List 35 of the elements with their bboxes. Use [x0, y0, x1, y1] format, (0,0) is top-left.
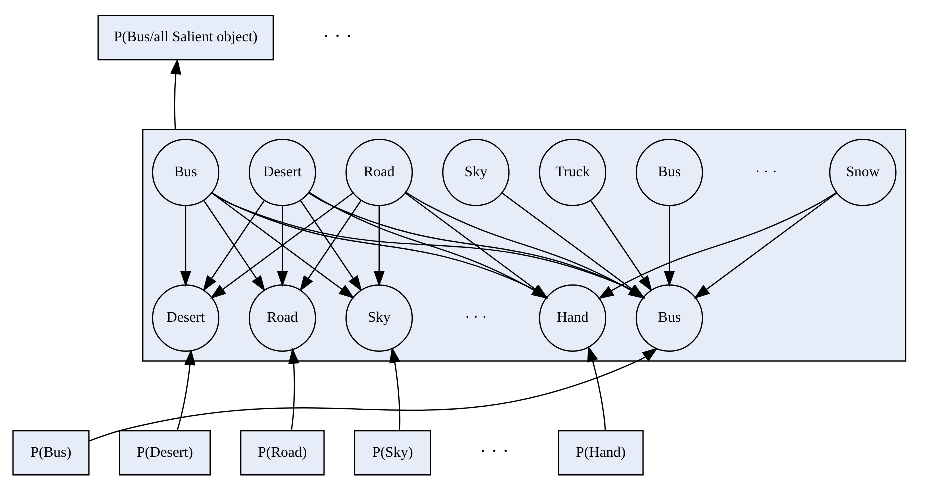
- node-circle: Sky: [442, 138, 510, 206]
- label: · · ·: [755, 164, 778, 180]
- node-circle: Snow: [829, 138, 897, 206]
- arrow: [203, 200, 266, 292]
- arrow: [170, 58, 182, 130]
- node-box: P(Hand): [558, 430, 644, 476]
- arrow: [176, 349, 196, 431]
- arrow: [390, 347, 401, 431]
- node-box: P(Sky): [354, 430, 432, 476]
- node-circle: Road: [248, 284, 316, 352]
- arrow: [588, 346, 606, 431]
- node-circle: Desert: [152, 284, 220, 352]
- node-circle: Bus: [152, 138, 220, 206]
- node-circle: Road: [346, 138, 414, 206]
- node-box: P(Bus/all Salient object): [98, 15, 274, 61]
- arrow: [89, 348, 658, 442]
- label: · · ·: [465, 310, 488, 326]
- label: · · ·: [480, 442, 510, 463]
- node-box: P(Road): [240, 430, 325, 476]
- label: · · ·: [323, 26, 352, 48]
- arrow: [664, 206, 676, 287]
- node-circle: Sky: [346, 284, 414, 352]
- arrow: [374, 206, 385, 287]
- node-box: P(Bus): [12, 430, 90, 476]
- node-circle: Truck: [539, 138, 607, 206]
- node-circle: Bus: [636, 284, 704, 352]
- node-circle: Bus: [636, 138, 704, 206]
- node-circle: Desert: [248, 138, 316, 206]
- arrow: [288, 348, 300, 431]
- arrow: [180, 206, 192, 287]
- arrow: [277, 206, 288, 287]
- arrow: [590, 200, 652, 292]
- arrow: [694, 192, 838, 299]
- node-circle: Hand: [539, 284, 607, 352]
- node-box: P(Desert): [119, 430, 212, 476]
